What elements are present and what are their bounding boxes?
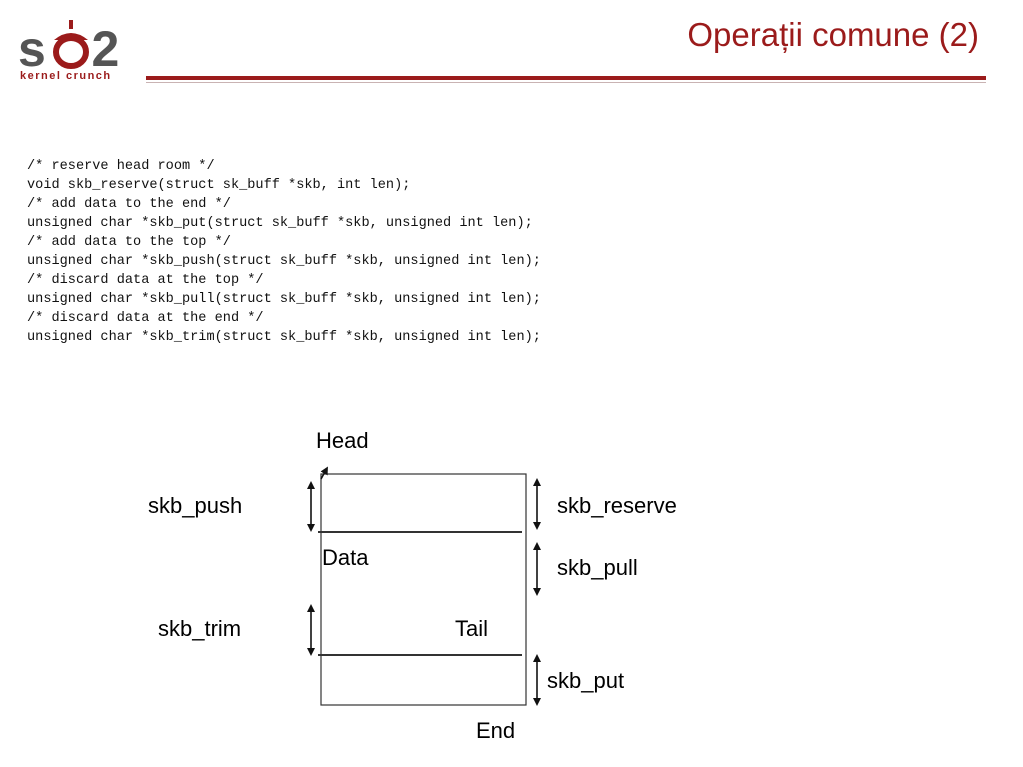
end-label: End [476,718,516,743]
buffer-box [320,473,527,706]
code-line: /* discard data at the top */ [27,273,264,288]
code-line: unsigned char *skb_put(struct sk_buff *s… [27,216,533,231]
skb-trim-label: skb_trim [158,616,242,641]
code-line: /* add data to the end */ [27,197,231,212]
so2-logo: s 2 kernel crunch [14,12,134,84]
head-pointer-arrow [320,466,328,480]
skb-pull-label: skb_pull [557,555,638,580]
code-line: unsigned char *skb_push(struct sk_buff *… [27,254,541,269]
slide-title: Operații comune (2) [687,16,979,53]
code-line: /* add data to the top */ [27,235,231,250]
skb-reserve-label: skb_reserve [557,493,677,518]
logo-subtitle: kernel crunch [20,70,112,82]
code-line: /* reserve head room */ [27,159,215,174]
skb-push-label: skb_push [148,493,243,518]
code-line: unsigned char *skb_trim(struct sk_buff *… [27,330,541,345]
title-underline [146,76,986,80]
code-line: void skb_reserve(struct sk_buff *skb, in… [27,178,411,193]
acorn-icon [53,20,89,69]
code-block: /* reserve head room */ void skb_reserve(… [27,157,541,347]
skb-put-label: skb_put [547,668,625,693]
title-underline-shadow [146,82,986,83]
logo-wordmark: s 2 [18,21,121,77]
head-label: Head [316,428,369,453]
code-line: /* discard data at the end */ [27,311,264,326]
data-label: Data [322,545,369,570]
code-line: unsigned char *skb_pull(struct sk_buff *… [27,292,541,307]
tail-label: Tail [455,616,489,641]
